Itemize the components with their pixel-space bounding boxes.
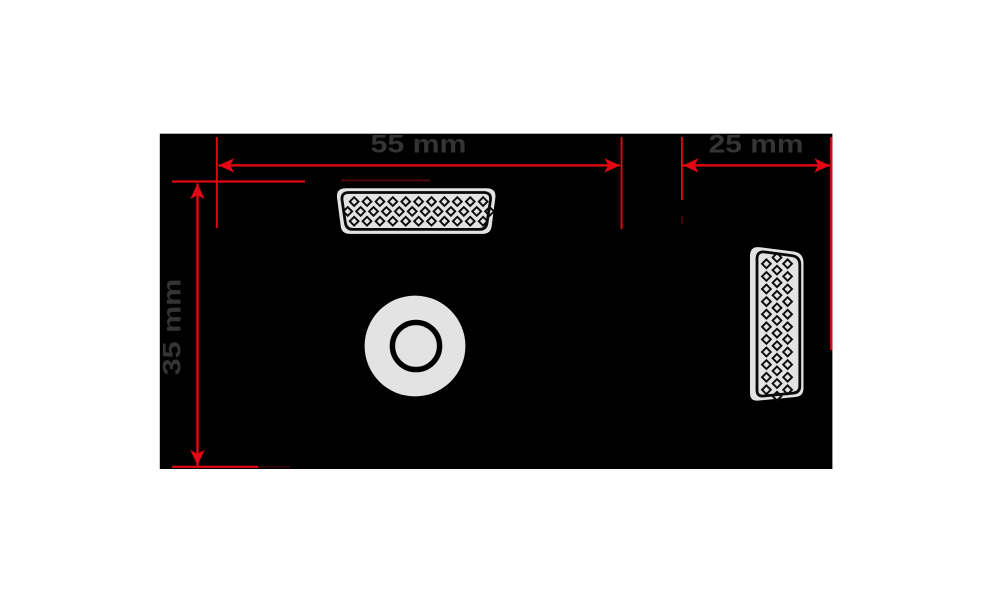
svg-text:35 mm: 35 mm [159, 279, 187, 376]
svg-text:55 mm: 55 mm [371, 130, 467, 158]
svg-text:25 mm: 25 mm [709, 130, 804, 158]
